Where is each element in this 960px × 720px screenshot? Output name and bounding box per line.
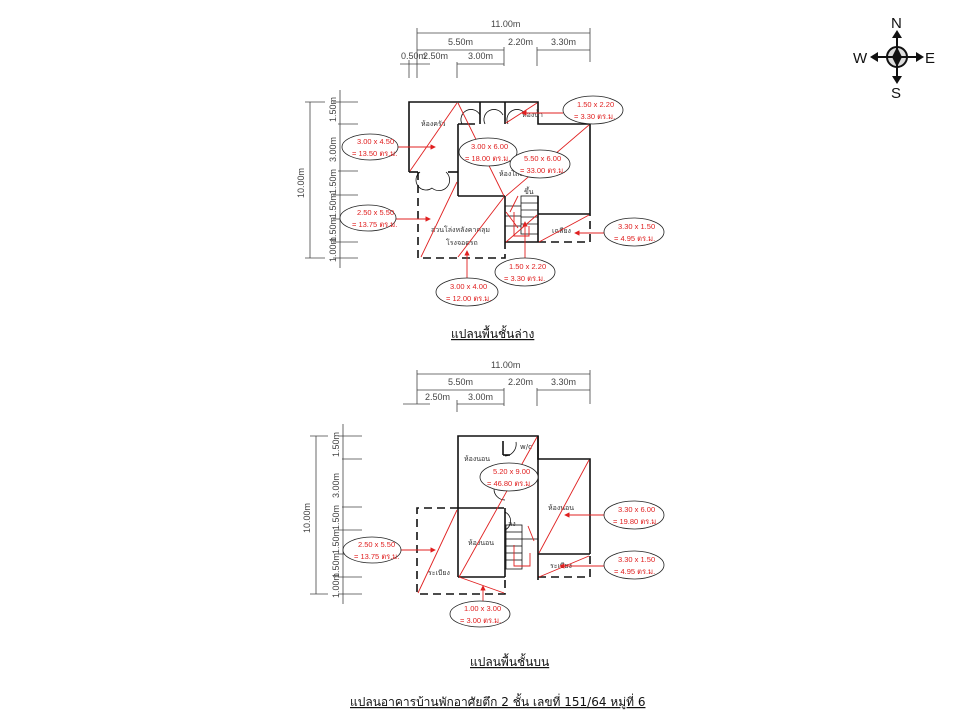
upper-annotation-3: 3.30 x 6.00 = 19.80 ตร.ม. [603, 500, 665, 530]
ground-dim-side-2: 3.00m [328, 137, 338, 162]
ground-annotation-5: 5.50 x 6.00 = 33.00 ตร.ม. [509, 149, 571, 179]
svg-text:= 12.00 ตร.ม.: = 12.00 ตร.ม. [446, 294, 491, 303]
ground-dim-side-4: 1.50m [328, 193, 338, 218]
svg-text:1.50 x 2.20: 1.50 x 2.20 [577, 100, 614, 109]
ground-area-markers [395, 102, 605, 280]
svg-text:5.50 x 6.00: 5.50 x 6.00 [524, 154, 561, 163]
svg-text:= 18.00 ตร.ม.: = 18.00 ตร.ม. [465, 154, 510, 163]
upper-room-bedroom-3: ห้องนอน [468, 539, 494, 547]
svg-text:= 13.75 ตร.ม.: = 13.75 ตร.ม. [352, 220, 397, 229]
compass-south: S [891, 85, 901, 102]
svg-text:1.00 x 3.00: 1.00 x 3.00 [464, 604, 501, 613]
main-title: แปลนอาคารบ้านพักอาศัยตึก 2 ชั้น เลขที่ 1… [350, 693, 645, 710]
ground-dim-5-50: 5.50m [448, 37, 473, 47]
upper-floor-title: แปลนพื้นชั้นบน [470, 653, 549, 669]
svg-text:3.00 x 4.50: 3.00 x 4.50 [357, 137, 394, 146]
upper-room-wc: w/c [520, 443, 532, 451]
svg-text:= 3.30 ตร.ม.: = 3.30 ตร.ม. [574, 112, 615, 121]
upper-dim-2-20: 2.20m [508, 377, 533, 387]
upper-room-bedroom-1: ห้องนอน [464, 455, 490, 463]
ground-annotation-2: 2.50 x 5.50 = 13.75 ตร.ม. [339, 204, 397, 232]
ground-annotation-1: 3.00 x 4.50 = 13.50 ตร.ม. [341, 133, 399, 161]
compass-rose-icon: N S W E [853, 15, 935, 102]
svg-text:= 13.50 ตร.ม.: = 13.50 ตร.ม. [352, 149, 397, 158]
ground-dim-total: 11.00m [491, 19, 520, 29]
svg-text:= 3.30 ตร.ม.: = 3.30 ตร.ม. [504, 274, 545, 283]
svg-text:= 19.80 ตร.ม.: = 19.80 ตร.ม. [613, 517, 658, 526]
upper-dim-side-2: 3.00m [331, 473, 341, 498]
svg-text:3.00 x 6.00: 3.00 x 6.00 [471, 142, 508, 151]
svg-text:= 4.95 ตร.ม.: = 4.95 ตร.ม. [614, 234, 655, 243]
ground-annotation-3: 3.00 x 6.00 = 18.00 ตร.ม. [458, 137, 518, 167]
upper-stairs-down-label: ลง [508, 520, 516, 528]
svg-text:3.30 x 6.00: 3.30 x 6.00 [618, 505, 655, 514]
ground-annotation-7: 1.50 x 2.20 = 3.30 ตร.ม. [494, 257, 556, 287]
svg-text:3.30 x 1.50: 3.30 x 1.50 [618, 555, 655, 564]
ground-dim-2-20: 2.20m [508, 37, 533, 47]
ground-room-bath: ห้องน้ำ [522, 108, 543, 119]
svg-text:1.50 x 2.20: 1.50 x 2.20 [509, 262, 546, 271]
upper-annotation-5: 1.00 x 3.00 = 3.00 ตร.ม. [449, 600, 511, 628]
compass-north: N [891, 15, 902, 32]
svg-text:= 3.00 ตร.ม.: = 3.00 ตร.ม. [460, 616, 501, 625]
ground-room-carport-1: ส่วนโล่งหลังคาคลุม [431, 225, 490, 234]
upper-annotation-4: 3.30 x 1.50 = 4.95 ตร.ม. [603, 550, 665, 580]
upper-walls [457, 435, 591, 580]
upper-room-balcony-1: ระเบียง [428, 569, 450, 577]
upper-annotation-2: 2.50 x 5.50 = 13.75 ตร.ม. [342, 536, 402, 564]
ground-annotation-8: 3.00 x 4.00 = 12.00 ตร.ม. [435, 277, 499, 307]
upper-dashed-outline [416, 507, 591, 595]
upper-annotation-1: 5.20 x 9.00 = 46.80 ตร.ม. [479, 462, 539, 492]
upper-dim-side-5: 1.50m [331, 553, 341, 578]
ground-room-porch: เฉลียง [552, 227, 571, 235]
ground-annotation-4: 1.50 x 2.20 = 3.30 ตร.ม. [562, 95, 624, 125]
upper-dim-3-00: 3.00m [468, 392, 493, 402]
upper-dim-side-4: 1.50m [331, 529, 341, 554]
svg-text:3.00 x 4.00: 3.00 x 4.00 [450, 282, 487, 291]
ground-dim-2-50: 2.50m [423, 51, 448, 61]
ground-stairs-up-label: ขึ้น [524, 185, 534, 196]
svg-text:= 4.95 ตร.ม.: = 4.95 ตร.ม. [614, 567, 655, 576]
ground-dim-side-5: 1.50m [328, 217, 338, 242]
svg-text:= 46.80 ตร.ม.: = 46.80 ตร.ม. [487, 479, 532, 488]
upper-stairs [505, 524, 538, 570]
ground-dashed-outline [417, 172, 591, 259]
ground-dim-3-30: 3.30m [551, 37, 576, 47]
svg-text:3.30 x 1.50: 3.30 x 1.50 [618, 222, 655, 231]
ground-room-kitchen: ห้องครัว [421, 120, 446, 128]
upper-dim-3-30: 3.30m [551, 377, 576, 387]
ground-dim-side-total: 10.00m [296, 168, 306, 198]
svg-text:= 33.00 ตร.ม.: = 33.00 ตร.ม. [520, 166, 565, 175]
compass-west: W [853, 50, 868, 67]
upper-dim-side-6: 1.00m [331, 573, 341, 598]
upper-area-markers [395, 436, 605, 603]
ground-dim-0-50: 0.50m [401, 51, 426, 61]
svg-text:= 13.75 ตร.ม.: = 13.75 ตร.ม. [354, 552, 399, 561]
ground-dim-side-1: 1.50m [328, 97, 338, 122]
svg-text:5.20 x 9.00: 5.20 x 9.00 [493, 467, 530, 476]
compass-east: E [925, 50, 935, 67]
ground-annotation-6: 3.30 x 1.50 = 4.95 ตร.ม. [603, 217, 665, 247]
svg-text:2.50 x 5.50: 2.50 x 5.50 [358, 540, 395, 549]
ground-floor-title: แปลนพื้นชั้นล่าง [451, 325, 534, 341]
ground-room-hall: ห้องโถง [499, 169, 523, 178]
ground-dim-3-00: 3.00m [468, 51, 493, 61]
upper-floor-plan: 11.00m 5.50m 2.20m 3.30m 2.50m 3.00m 10.… [302, 360, 665, 669]
upper-dim-5-50: 5.50m [448, 377, 473, 387]
upper-dim-2-50: 2.50m [425, 392, 450, 402]
upper-top-dimensions [403, 370, 591, 412]
upper-dim-side-total: 10.00m [302, 503, 312, 533]
ground-floor-plan: 11.00m 5.50m 2.20m 3.30m 0.50m 2.50m 3.0… [296, 19, 665, 341]
upper-dim-total: 11.00m [491, 360, 520, 370]
upper-dim-side-1: 1.50m [331, 432, 341, 457]
upper-room-bedroom-2: ห้องนอน [548, 504, 574, 512]
upper-dim-side-3: 1.50m [331, 505, 341, 530]
ground-room-carport-2: โรงจอดรถ [446, 238, 478, 247]
ground-stairs [505, 195, 539, 235]
svg-text:2.50 x 5.50: 2.50 x 5.50 [357, 208, 394, 217]
ground-dim-side-6: 1.00m [328, 237, 338, 262]
ground-top-dimensions [400, 28, 591, 78]
ground-dim-side-3: 1.50m [328, 169, 338, 194]
